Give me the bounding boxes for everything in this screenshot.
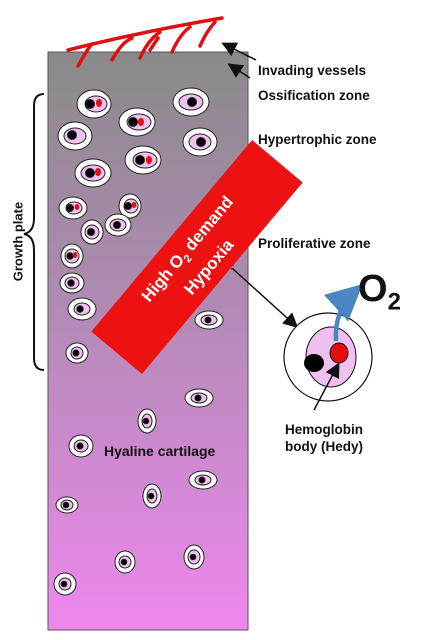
hyaline-cartilage-label: Hyaline cartilage xyxy=(104,443,216,459)
zoom-arrow xyxy=(232,268,299,329)
enlarged-cell xyxy=(283,312,373,402)
ossification-zone-label: Ossification zone xyxy=(258,88,370,103)
hypertrophic-cells xyxy=(57,87,218,188)
hemoglobin-label-line2: body (Hedy) xyxy=(285,439,364,454)
growth-plate-brace xyxy=(23,93,45,371)
hypertrophic-zone-label: Hypertrophic zone xyxy=(258,132,377,147)
vessels-arrow xyxy=(221,42,257,61)
o2-arrow xyxy=(323,283,363,342)
invading-vessels-label: Invading vessels xyxy=(258,63,367,78)
invading-vessels xyxy=(66,16,224,68)
growth-plate-label: Growth plate xyxy=(10,201,26,282)
oxygen-label: O2 xyxy=(358,268,401,316)
ossification-arrow xyxy=(227,63,251,79)
hemoglobin-label-line1: Hemoglobin xyxy=(285,422,363,437)
hemoglobin-pointer-arrow xyxy=(313,362,340,411)
resting-cells xyxy=(53,388,218,596)
proliferative-zone-label: Proliferative zone xyxy=(258,236,371,251)
